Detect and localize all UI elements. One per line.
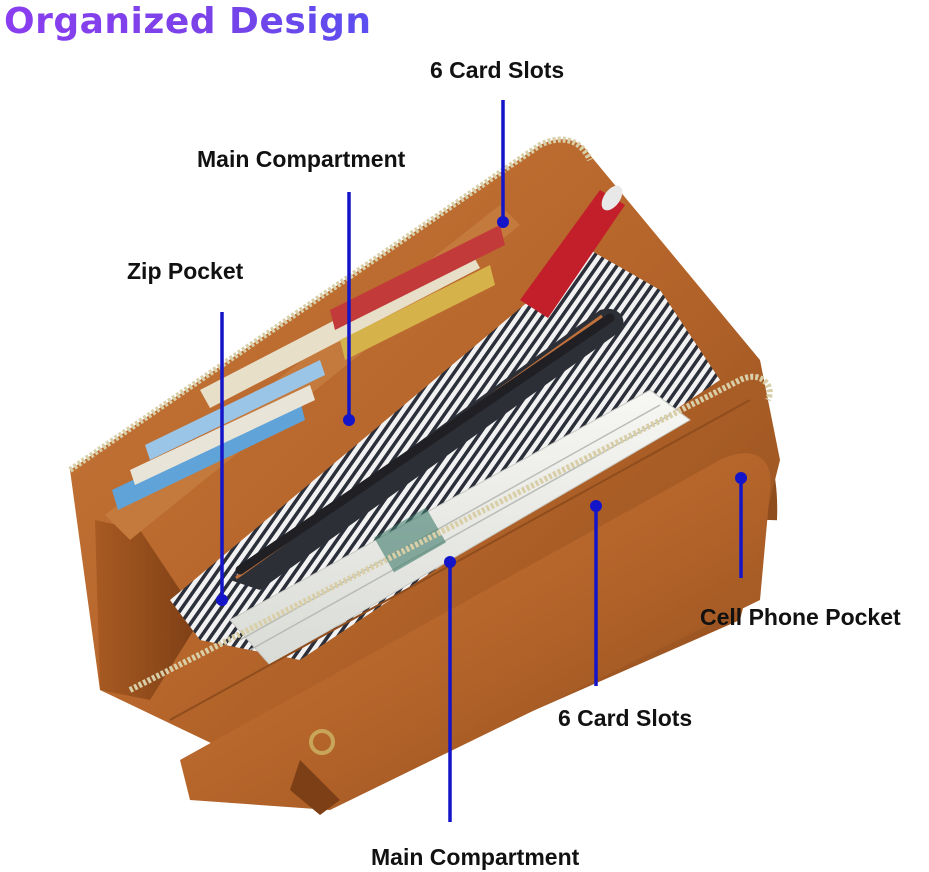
d-ring-bottom (309, 729, 335, 755)
callout-cell-phone-pocket: Cell Phone Pocket (700, 604, 901, 630)
leader-dot (590, 500, 602, 512)
leader-dot (343, 414, 355, 426)
callout-main-compartment-bottom: Main Compartment (371, 844, 580, 870)
leader-lines (220, 100, 743, 822)
zipper-front (128, 373, 773, 693)
cell-phone-pocket-panel (180, 453, 771, 810)
page-title: Organized Design (4, 1, 372, 42)
leader-dot (497, 216, 509, 228)
pen (235, 313, 615, 575)
callout-zip-pocket: Zip Pocket (127, 258, 244, 284)
left-flap (95, 520, 200, 700)
leader-dot (216, 594, 228, 606)
zipper-top (68, 136, 593, 473)
card-slots-illustration (105, 205, 520, 540)
callout-card-slots-bottom: 6 Card Slots (558, 705, 693, 731)
callout-main-compartment-top: Main Compartment (197, 146, 406, 172)
leader-dot (735, 472, 747, 484)
callout-card-slots-top: 6 Card Slots (430, 57, 565, 83)
lipstick (520, 185, 625, 318)
leader-dot (444, 556, 456, 568)
